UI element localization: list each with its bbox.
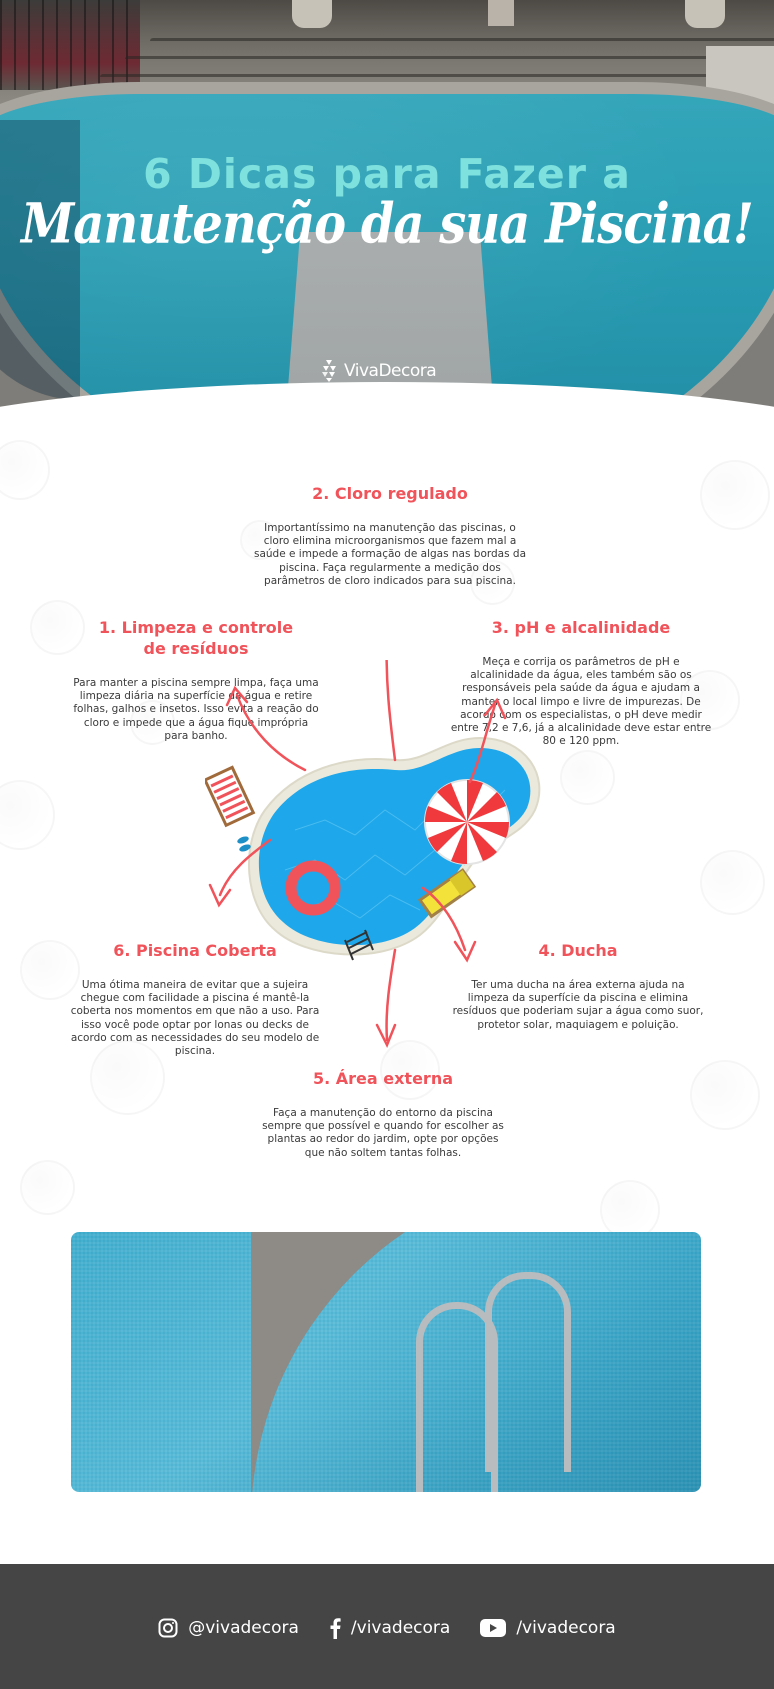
youtube-handle: /vivadecora — [516, 1617, 616, 1638]
tip-area-externa: 5. Área externa Faça a manutenção do ent… — [258, 1068, 508, 1160]
page-title-line-1: 6 Dicas para Fazer a — [143, 150, 631, 198]
pool-ladder-icon — [344, 929, 374, 961]
tip-title: 5. Área externa — [312, 1069, 454, 1088]
tip-piscina-coberta: 6. Piscina Coberta Uma ótima maneira de … — [70, 940, 320, 1058]
instagram-handle: @vivadecora — [188, 1617, 299, 1638]
page-title-line-2: Manutenção da sua Piscina! — [21, 191, 754, 257]
tip-body: Faça a manutenção do entorno da piscina … — [262, 1107, 504, 1159]
facebook-icon — [330, 1617, 341, 1639]
tip-ducha: 4. Ducha Ter uma ducha na área externa a… — [450, 940, 706, 1032]
flip-flops-icon — [237, 836, 251, 852]
tip-title-line: de resíduos — [143, 639, 249, 658]
footer: @vivadecora /vivadecora /vivadecora — [0, 1564, 774, 1689]
hero-curve — [0, 382, 774, 440]
social-links: @vivadecora /vivadecora /vivadecora — [0, 1564, 774, 1689]
hero-pillar — [488, 0, 514, 26]
hero-planter — [685, 0, 725, 28]
tip-ph-alcalinidade: 3. pH e alcalinidade Meça e corrija os p… — [450, 617, 712, 748]
hero-planter — [292, 0, 332, 28]
pool-ladder-photo — [71, 1232, 701, 1492]
lounge-chair-yellow-icon — [417, 868, 477, 919]
tip-cloro-regulado: 2. Cloro regulado Importantíssimo na man… — [250, 483, 530, 588]
youtube-icon — [480, 1618, 507, 1637]
tip-limpeza-controle-residuos: 1. Limpeza e controle de resíduos Para m… — [72, 617, 320, 743]
float-ring-icon — [285, 860, 341, 916]
tip-body: Meça e corrija os parâmetros de pH e alc… — [450, 656, 712, 748]
ladder-rail — [416, 1302, 498, 1492]
instagram-icon — [158, 1618, 178, 1637]
tip-body: Importantíssimo na manutenção das piscin… — [253, 522, 527, 587]
lounge-chair-striped-icon — [205, 765, 256, 828]
hero-pool-shade — [0, 120, 80, 400]
ladder-rail — [485, 1272, 571, 1472]
facebook-handle: /vivadecora — [350, 1617, 451, 1638]
brand-logo: VivaDecora — [322, 360, 437, 382]
logo-mark-icon — [322, 360, 336, 382]
tip-title: 4. Ducha — [538, 941, 618, 960]
tip-title: 2. Cloro regulado — [312, 484, 468, 503]
brand-name: VivaDecora — [344, 361, 437, 381]
pool-illustration — [205, 660, 541, 1049]
youtube-link[interactable]: /vivadecora — [480, 1617, 616, 1638]
tip-title: 3. pH e alcalinidade — [491, 618, 671, 637]
tip-title: 6. Piscina Coberta — [113, 941, 277, 960]
hero-banner: 6 Dicas para Fazer a Manutenção da sua P… — [0, 0, 774, 440]
tip-title: 1. Limpeza e controle de resíduos — [72, 617, 320, 659]
facebook-link[interactable]: /vivadecora — [329, 1617, 450, 1639]
tip-body: Uma ótima maneira de evitar que a sujeir… — [70, 979, 320, 1058]
sun-umbrella-icon — [424, 779, 510, 865]
instagram-link[interactable]: @vivadecora — [158, 1618, 299, 1638]
tip-title-line: 1. Limpeza e controle — [98, 618, 294, 637]
arrows-icon — [208, 660, 507, 1049]
tip-body: Ter uma ducha na área externa ajuda na l… — [452, 979, 704, 1031]
